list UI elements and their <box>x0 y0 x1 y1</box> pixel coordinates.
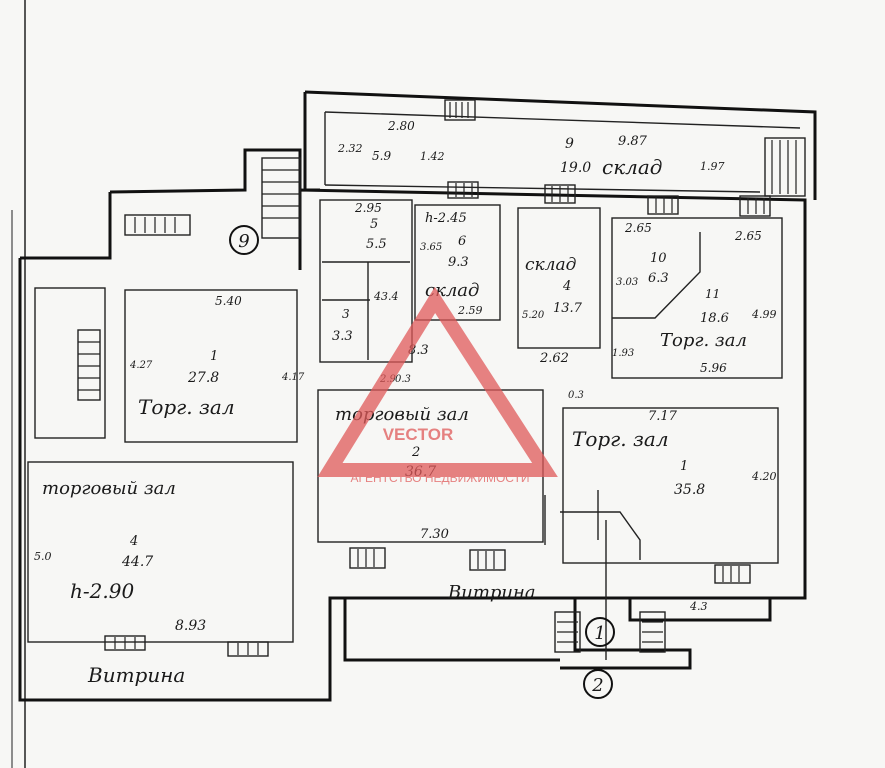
room-dim: 1.93 <box>612 348 634 359</box>
room-area: 35.8 <box>674 482 705 498</box>
room-height: h-2.90 <box>70 579 134 603</box>
building-walls <box>18 90 817 702</box>
watermark-tagline: АГЕНТСТВО НЕДВИЖИМОСТИ <box>350 471 529 485</box>
room-dim: 4.3 <box>689 600 708 613</box>
room-dim: 4.17 <box>281 372 305 383</box>
room-dim: 4.20 <box>751 470 777 483</box>
street-label: Витрина <box>87 663 185 687</box>
room-dim: 0.3 <box>395 374 411 385</box>
room-dim: 4.99 <box>751 308 777 321</box>
room-dim: 3.03 <box>616 277 638 288</box>
room-dim: 2.65 <box>734 229 762 243</box>
room-area: 5.5 <box>366 237 387 252</box>
room-dim: 4.27 <box>129 360 153 371</box>
circled-label-text: 9 <box>238 231 249 252</box>
circled-label-text: 1 <box>594 623 605 644</box>
room-name: Торг. зал <box>660 330 747 351</box>
room-area: 18.6 <box>700 311 729 326</box>
room-dim: 5.0 <box>34 550 52 563</box>
room-dim: 2.59 <box>457 304 483 317</box>
room-number: 11 <box>705 287 720 301</box>
room-dim: 9.87 <box>618 134 648 149</box>
room-number: 5 <box>370 217 378 232</box>
room-number: 4 <box>562 279 571 294</box>
room-area: 19.0 <box>560 160 591 176</box>
room-dim: 1.42 <box>420 150 445 163</box>
room-dim: 1.97 <box>700 160 725 173</box>
room-dim: 5.20 <box>522 310 545 321</box>
room-number: 6 <box>458 234 466 249</box>
watermark-triangle-icon <box>317 286 558 477</box>
room-dim: 7.30 <box>420 527 449 542</box>
room-number: 4 <box>129 534 138 549</box>
room-area: 43.4 <box>373 290 399 303</box>
room-dim: 5.40 <box>215 294 242 308</box>
room-name: Торг. зал <box>138 395 235 419</box>
room-area: 13.7 <box>553 301 583 316</box>
circled-label-text: 2 <box>591 675 603 696</box>
room-number: 3 <box>342 307 350 321</box>
room-number: 10 <box>650 251 667 266</box>
room-dim: 2.32 <box>337 142 363 155</box>
room-area: 44.7 <box>121 554 153 570</box>
room-dim: 2.95 <box>354 201 382 215</box>
room-area: 5.9 <box>372 149 391 163</box>
room-dim: 2.80 <box>387 119 415 133</box>
room-area: 9.3 <box>448 255 469 270</box>
window-hatching <box>77 99 806 657</box>
room-dim: 3.65 <box>420 242 442 253</box>
room-number: 1 <box>680 459 688 474</box>
room-area: 3.3 <box>332 329 353 344</box>
room-height: h-2.45 <box>425 211 467 226</box>
room-dim: 2.62 <box>539 351 569 366</box>
circled-label-2: 2 <box>583 669 613 699</box>
room-number: 1 <box>210 349 218 364</box>
room-name: Торг. зал <box>572 427 669 451</box>
room-area: 6.3 <box>648 271 669 286</box>
room-dim: 8.93 <box>175 618 206 634</box>
circled-label-9: 9 <box>229 225 259 255</box>
street-label: Витрина <box>447 582 536 603</box>
room-name: склад <box>602 155 662 179</box>
room-name: склад <box>525 255 577 275</box>
watermark: VECTOR АГЕНТСТВО НЕДВИЖИМОСТИ <box>317 286 558 485</box>
watermark-brand: VECTOR <box>383 425 454 444</box>
room-dim: 2.65 <box>624 221 652 235</box>
interior-walls <box>27 199 783 660</box>
room-area: 27.8 <box>187 370 219 386</box>
circled-label-1: 1 <box>585 617 615 647</box>
room-name: торговый зал <box>42 478 176 499</box>
room-dim: 0.3 <box>568 390 584 401</box>
room-dim: 7.17 <box>648 409 678 424</box>
room-number: 9 <box>565 136 574 152</box>
room-number: 2 <box>411 445 420 460</box>
room-dim: 5.96 <box>700 361 727 375</box>
